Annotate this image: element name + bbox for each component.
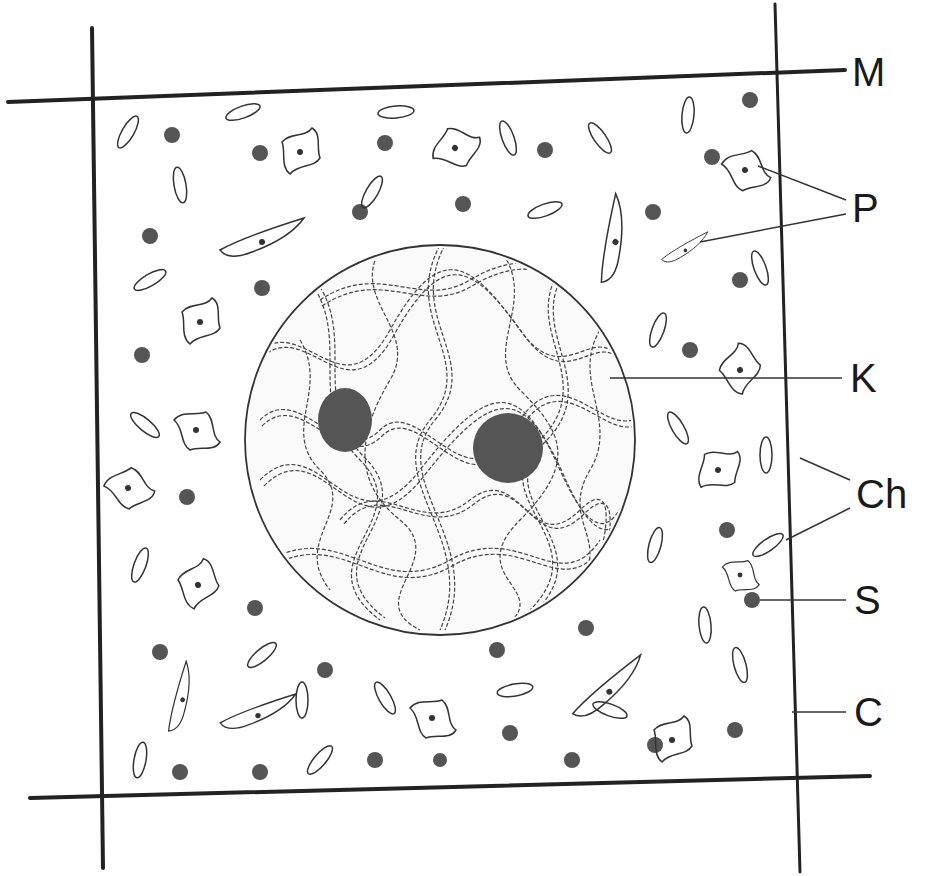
part-label: S: [854, 580, 881, 620]
chondriosome: [114, 97, 786, 779]
cell-wall: [8, 4, 870, 872]
part-label: M: [852, 52, 885, 92]
part-label: C: [854, 692, 883, 732]
part-label: K: [850, 358, 877, 398]
starch-grain: [134, 92, 760, 780]
leader-line: [610, 166, 850, 712]
part-label: P: [852, 188, 879, 228]
plastid: [101, 118, 772, 762]
part-label: Ch: [856, 474, 907, 514]
nucleus: [245, 245, 639, 635]
